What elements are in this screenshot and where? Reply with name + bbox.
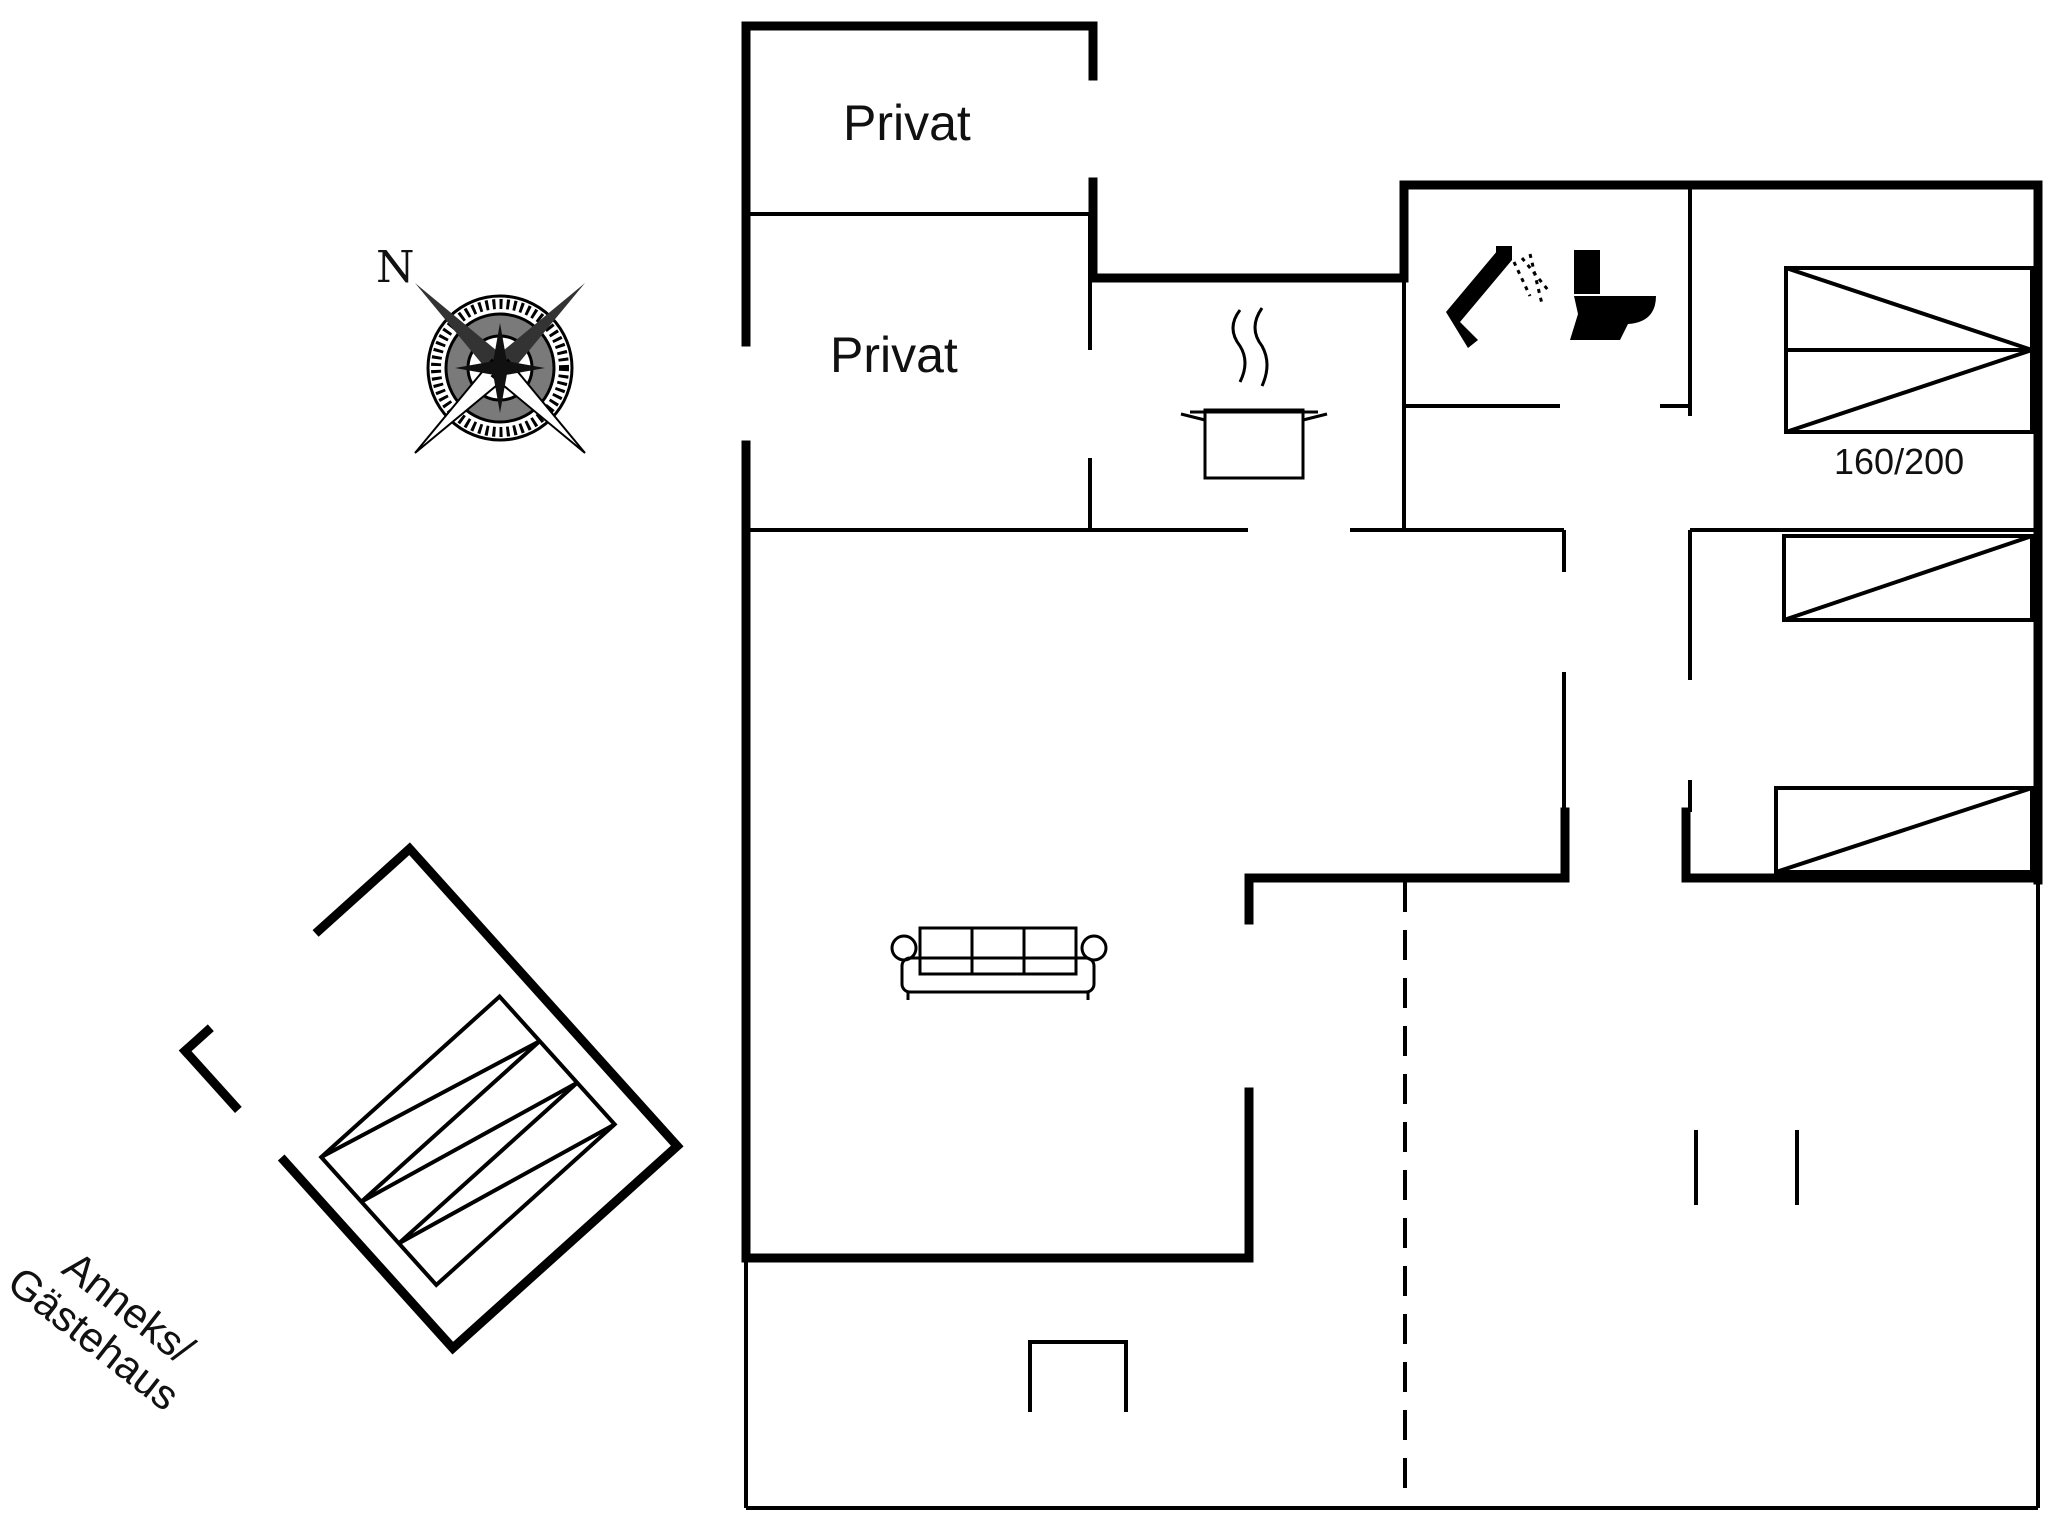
room-label-privat-middle: Privat [830, 327, 958, 383]
toilet-icon [1570, 250, 1656, 340]
shower-icon [1446, 246, 1550, 348]
bed-size-label: 160/200 [1834, 441, 1964, 482]
annex-bed [318, 993, 618, 1288]
main-walls [741, 21, 2043, 1263]
interior-walls [746, 185, 2038, 812]
single-bed-lower [1774, 786, 2034, 874]
cooking-pot-icon [1180, 307, 1328, 480]
compass-rose-icon [414, 283, 586, 454]
annex-label: Anneks/ Gästehaus [0, 1242, 203, 1419]
annex-guesthouse [178, 842, 684, 1355]
double-bed [1784, 266, 2034, 434]
terrace-outline [744, 880, 2040, 1510]
sofa-icon [890, 926, 1108, 1000]
room-label-privat-top: Privat [843, 95, 971, 151]
single-bed-upper [1782, 534, 2034, 622]
compass-north-label: N [376, 242, 415, 293]
